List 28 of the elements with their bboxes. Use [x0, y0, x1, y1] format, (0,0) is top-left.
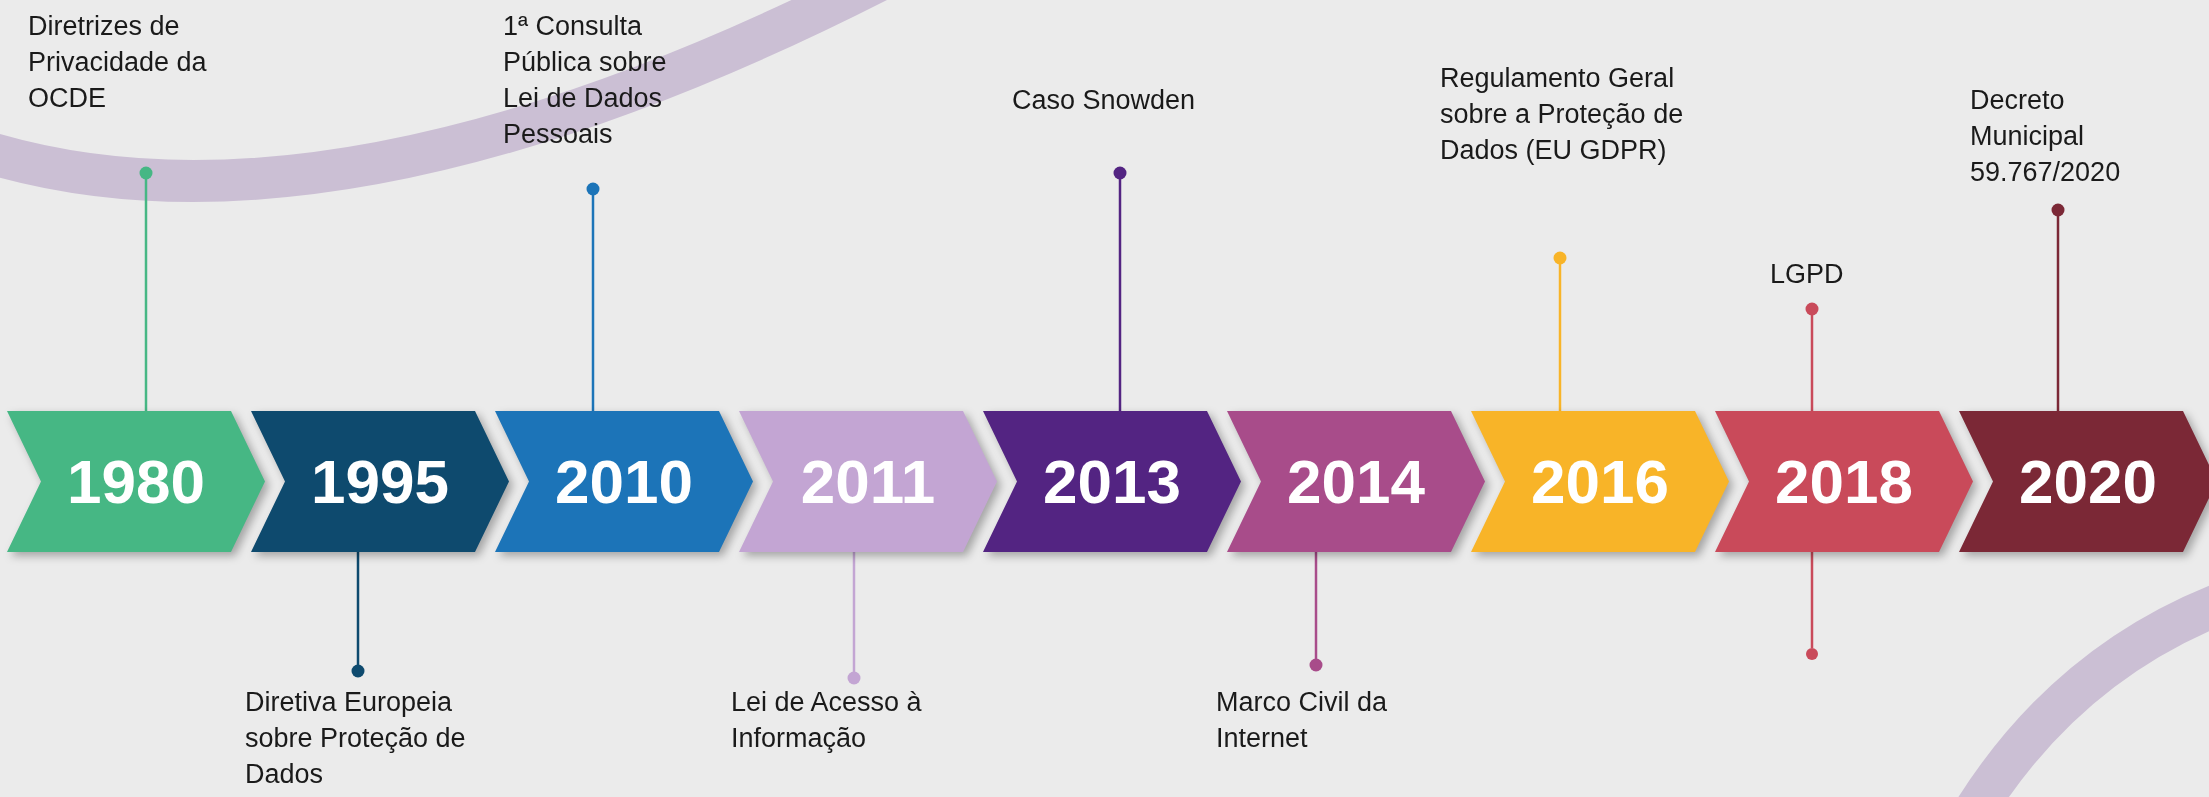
leader-line [351, 552, 365, 678]
event-label: Diretiva Europeia sobre Proteção de Dados [245, 686, 467, 791]
leader-line [1810, 552, 1814, 648]
leader-line [586, 182, 600, 411]
event-label: 1ª Consulta Pública sobre Lei de Dados Pessoais [503, 10, 668, 151]
year-label: 2020 [2019, 450, 2157, 513]
leader-line [2051, 203, 2065, 411]
year-label: 2018 [1775, 450, 1913, 513]
year-label: 2016 [1531, 450, 1669, 513]
event-label: Diretrizes de Privacidade da OCDE [28, 10, 208, 115]
year-label: 1980 [67, 450, 205, 513]
event-label: Marco Civil da Internet [1216, 686, 1389, 755]
event-label: Regulamento Geral sobre a Proteção de Dados (EU GDPR) [1440, 62, 1685, 167]
leader-line [139, 166, 153, 411]
event-label: Caso Snowden [1012, 84, 1197, 117]
year-label: 2014 [1287, 450, 1425, 513]
event-label: Decreto Municipal 59.767/2020 [1970, 84, 2122, 189]
event-label: LGPD [1770, 258, 1845, 291]
leader-line [1113, 166, 1127, 411]
leader-line [1805, 302, 1819, 411]
year-label: 2010 [555, 450, 693, 513]
year-label: 2011 [800, 450, 936, 513]
leader-line [1309, 552, 1323, 672]
leader-line [1553, 251, 1567, 411]
year-label: 2013 [1043, 450, 1181, 513]
event-label: Lei de Acesso à Informação [731, 686, 923, 755]
leader-line [847, 552, 861, 685]
year-label: 1995 [311, 450, 449, 513]
